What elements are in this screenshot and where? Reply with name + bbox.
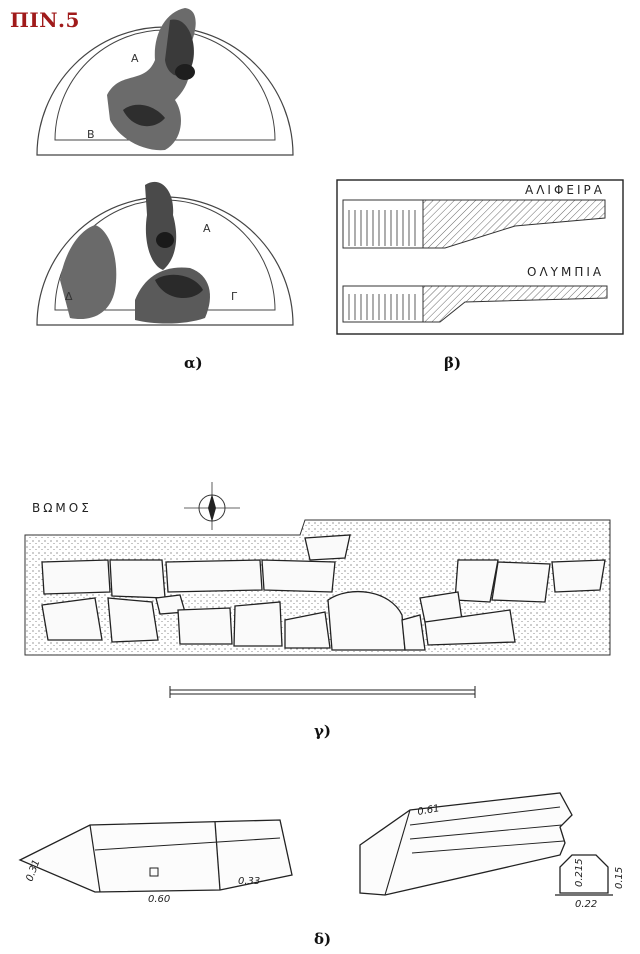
panel-a-bottom-pediment: Α Δ Γ bbox=[36, 181, 294, 326]
panel-g-caption: γ) bbox=[314, 722, 331, 740]
panel-d-caption: δ) bbox=[314, 930, 332, 948]
plate-label: ΠΙΝ.5 bbox=[10, 8, 80, 32]
scale-bar bbox=[169, 686, 476, 698]
pediment-bottom-letter-d: Δ bbox=[65, 290, 73, 303]
panel-a-caption: α) bbox=[184, 354, 203, 372]
altar-title: ΒΩΜΟΣ bbox=[32, 501, 92, 515]
panel-d-left-block: 0.31 0.60 0.33 bbox=[18, 819, 293, 905]
panel-a-top-pediment: Α Β bbox=[36, 8, 294, 156]
profile-title-olympia: ΟΛΥΜΠΙΑ bbox=[527, 265, 604, 279]
panel-b-profiles: ΑΛΙΦΕΙΡΑ ΟΛΥΜΠΙΑ bbox=[336, 179, 624, 335]
pediment-top-letter-a: Α bbox=[131, 52, 139, 65]
right-dim-side: 0.15 bbox=[614, 867, 625, 889]
panel-d-right-block: 0.61 0.215 0.15 0.22 bbox=[359, 792, 625, 910]
north-arrow-icon bbox=[184, 482, 240, 530]
pediment-top-letter-b: Β bbox=[87, 128, 95, 141]
left-dim-width: 0.60 bbox=[148, 894, 170, 905]
pediment-bottom-letter-g: Γ bbox=[231, 290, 238, 303]
right-dim-base: 0.22 bbox=[575, 899, 597, 910]
right-dim-length: 0.61 bbox=[417, 803, 441, 818]
right-dim-section-height: 0.215 bbox=[574, 858, 585, 887]
left-dim-side: 0.33 bbox=[238, 876, 260, 887]
profile-title-alifeira: ΑΛΙΦΕΙΡΑ bbox=[525, 183, 605, 197]
pediment-bottom-letter-a: Α bbox=[203, 222, 211, 235]
panel-b-caption: β) bbox=[444, 354, 462, 372]
panel-g-altar-plan: ΒΩΜΟΣ bbox=[24, 482, 611, 698]
